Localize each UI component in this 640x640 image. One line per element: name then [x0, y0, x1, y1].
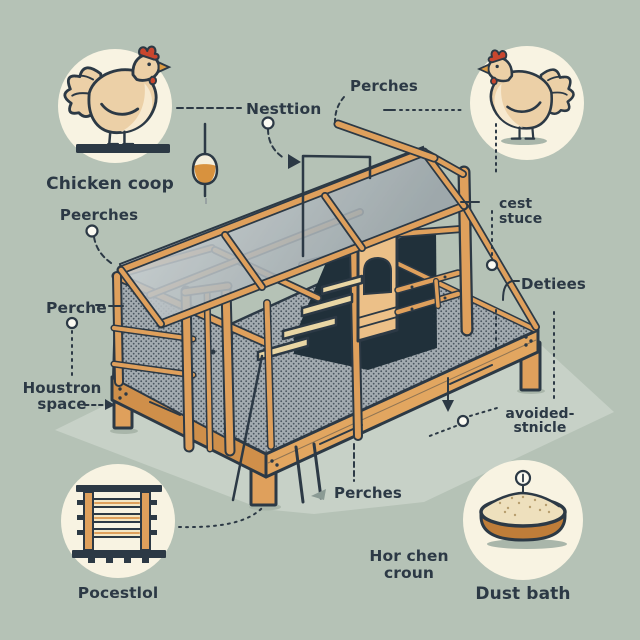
label-cest-stuce: cest stuce: [499, 197, 542, 227]
label-avoided-line1: avoided-: [505, 406, 575, 422]
henhouse-arch-door: [363, 256, 392, 296]
label-detiees: Detiees: [521, 275, 586, 293]
label-perches-top: Perches: [350, 77, 418, 95]
label-hor-chen: Hor chen: [369, 547, 449, 565]
label-hor-chen-croun: Hor chen croun: [369, 548, 448, 582]
label-stuce: stuce: [499, 211, 543, 227]
label-perches-bottom: Perches: [334, 484, 402, 502]
dust-bath-icon: [479, 469, 567, 549]
hen-left-icon: [477, 49, 575, 145]
label-nesttion: Nesttion: [246, 100, 322, 118]
label-croun: croun: [383, 564, 435, 582]
hen-right-icon: [63, 45, 171, 153]
label-pocestlol: Pocestlol: [77, 584, 159, 602]
egg-icon: [191, 122, 219, 204]
label-space: space: [37, 395, 87, 413]
label-peerches: Peerches: [59, 206, 139, 224]
label-houstron-space: Houstron space: [23, 380, 102, 412]
label-dust-bath: Dust bath: [475, 584, 571, 604]
label-perche: Perche: [46, 299, 107, 317]
label-avoided-stnicle: avoided- stnicle: [505, 407, 574, 435]
label-avoided-line2: stnicle: [513, 420, 567, 436]
ground-shadow: [55, 344, 614, 514]
coop-structure: [110, 119, 545, 511]
callout-connectors: [65, 96, 555, 529]
label-chicken-coop: Chicken coop: [46, 174, 174, 194]
roost-ladder-icon: [72, 485, 166, 563]
dust-bath-marker: [514, 469, 532, 493]
perch-steps: [256, 274, 364, 362]
label-cest: cest: [499, 196, 533, 212]
label-houstron: Houstron: [22, 379, 102, 397]
